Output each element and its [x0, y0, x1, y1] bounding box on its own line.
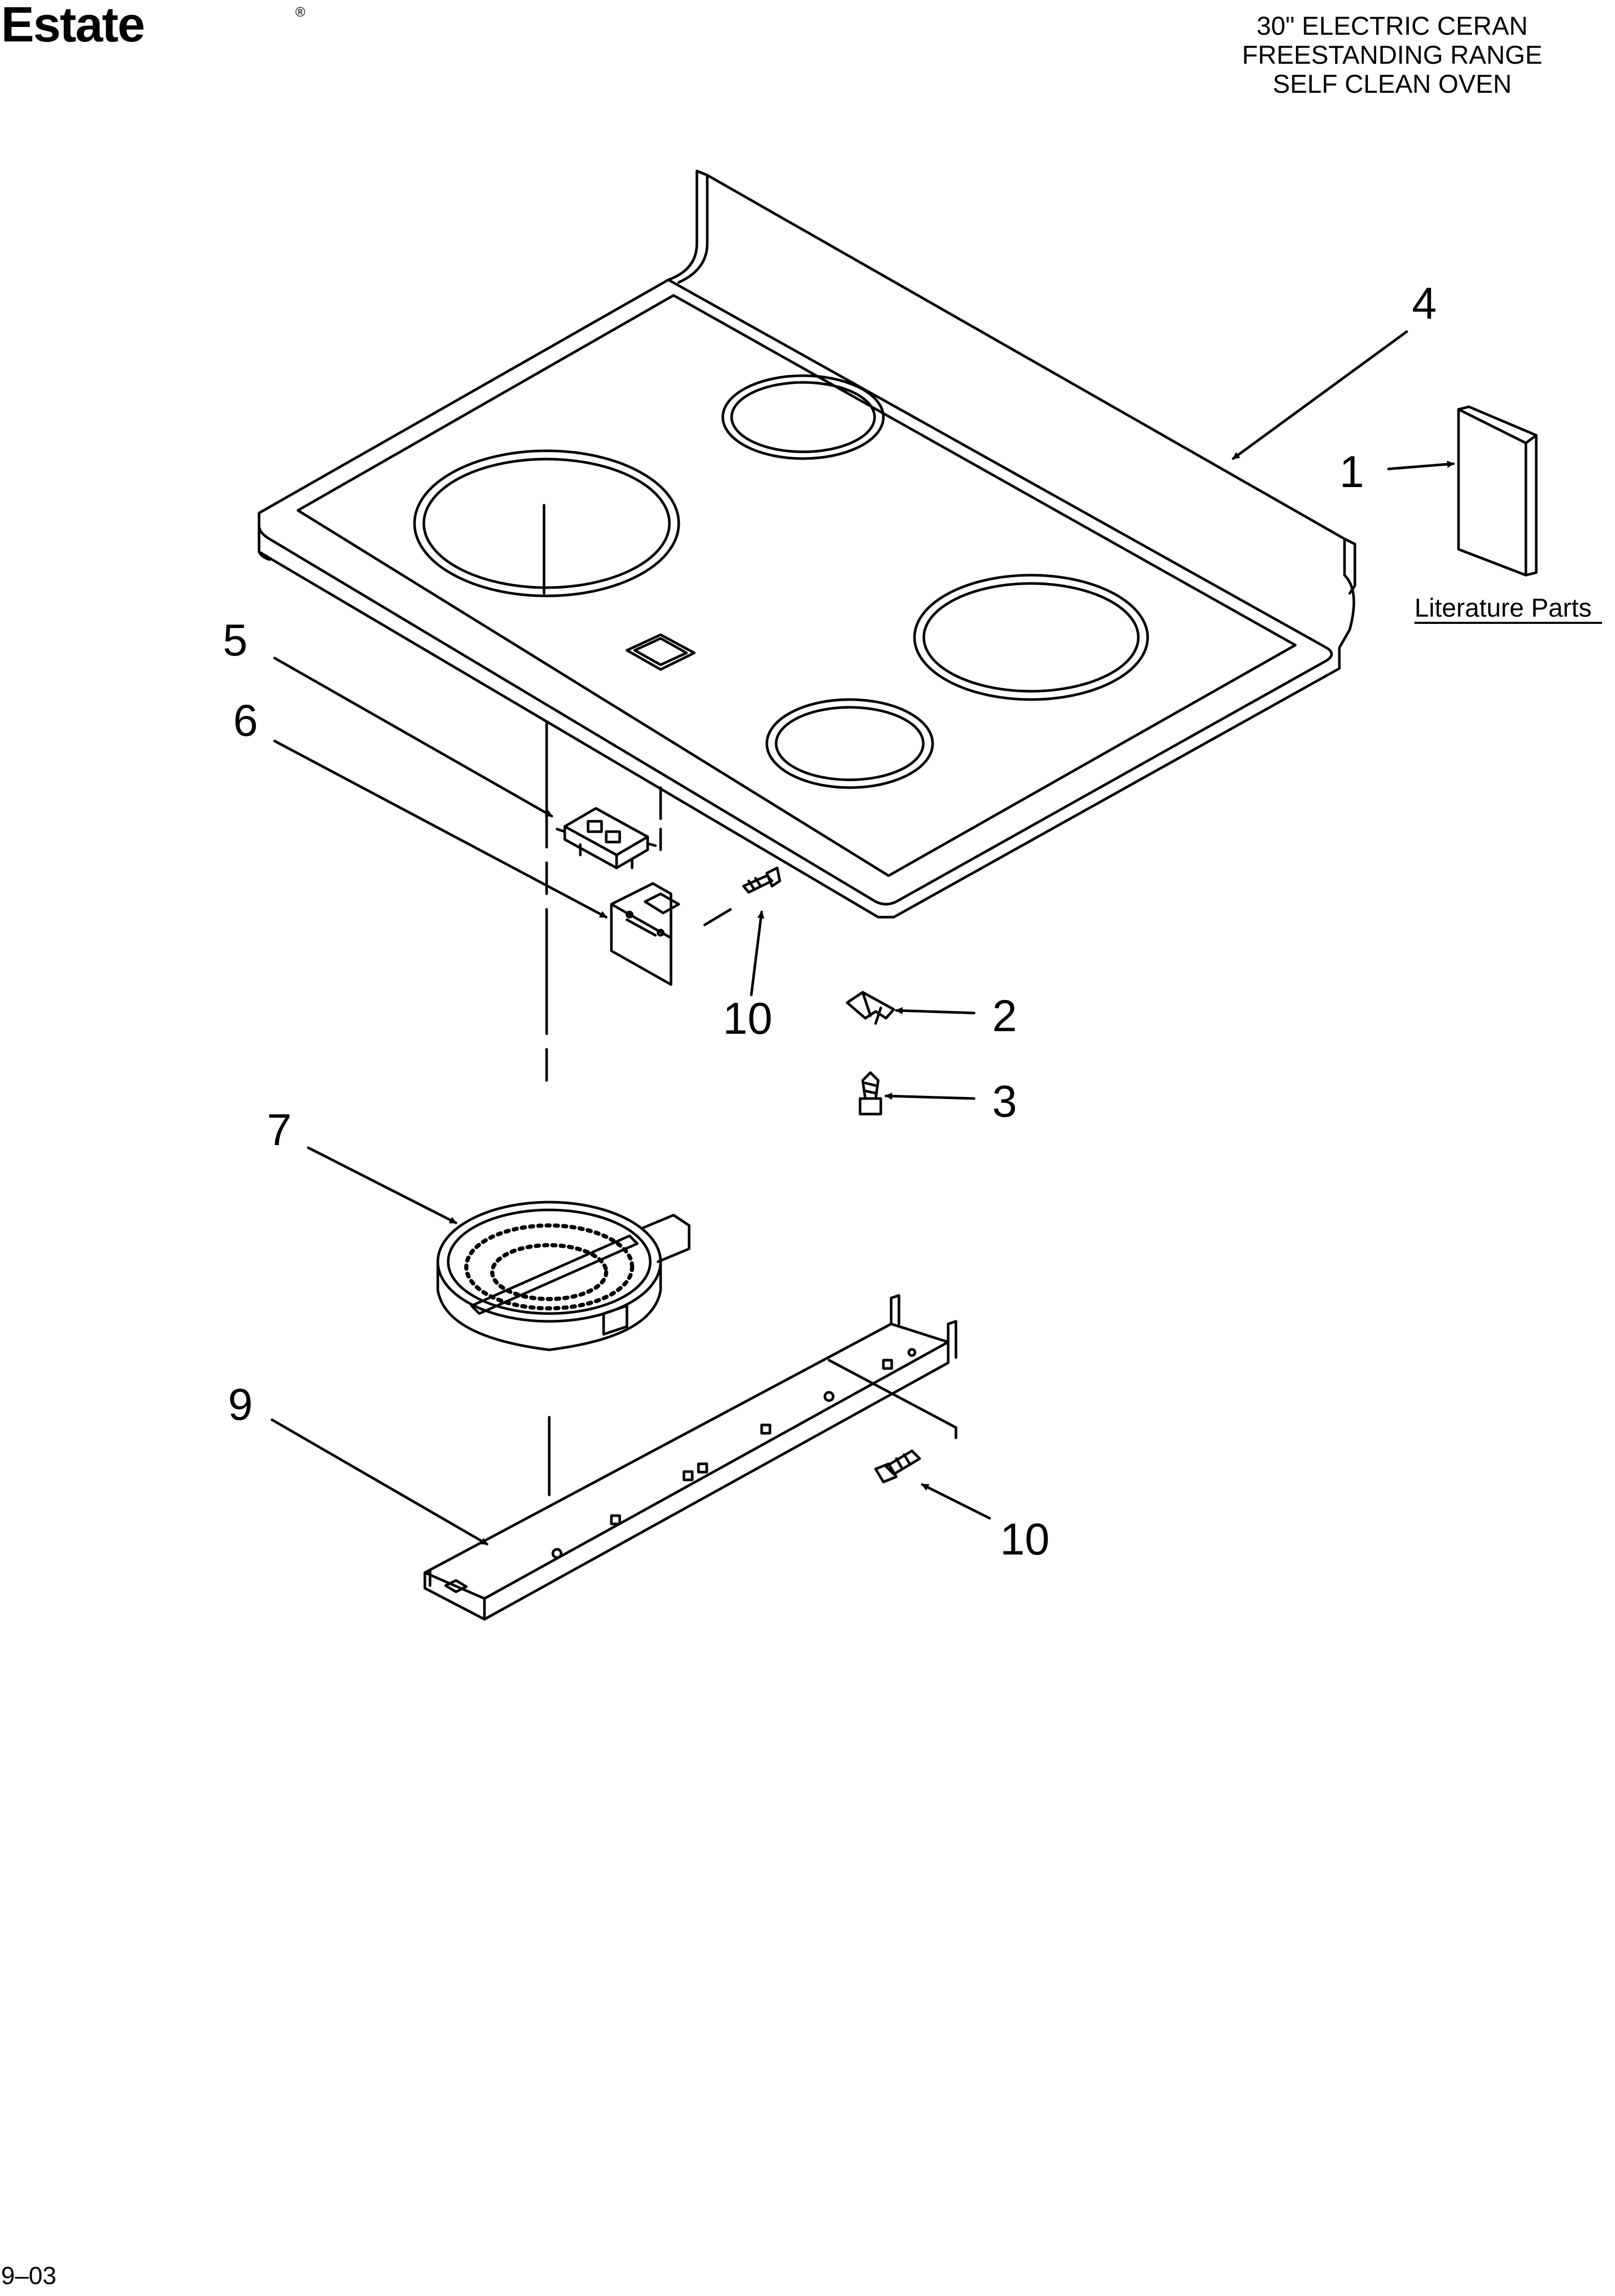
page-code: 9–03: [1, 2262, 56, 2290]
title-line-3: SELF CLEAN OVEN: [1273, 69, 1512, 98]
callout-4: 4: [1412, 279, 1437, 329]
radiant-element: [436, 1201, 691, 1351]
screw-lower: [874, 1449, 921, 1484]
literature-parts-label: Literature Parts: [1414, 593, 1592, 622]
callout-6: 6: [233, 696, 258, 746]
callout-3: 3: [992, 1077, 1017, 1126]
element-support-bar: [423, 1294, 957, 1621]
callout-7: 7: [267, 1105, 292, 1155]
screw-upper: [742, 866, 781, 894]
title-line-1: 30" ELECTRIC CERAN: [1256, 11, 1528, 40]
registered-mark: ®: [295, 4, 305, 20]
callout-2: 2: [992, 991, 1017, 1041]
literature-booklet: [1457, 405, 1538, 577]
terminal-block: [555, 807, 657, 869]
logo-text: Estate: [1, 0, 144, 52]
estate-logo: Estate ®: [1, 0, 305, 52]
callout-1: 1: [1339, 447, 1364, 497]
callout-9: 9: [228, 1380, 253, 1430]
callout-10-upper: 10: [723, 994, 773, 1044]
terminal-bracket: [610, 882, 680, 986]
title-line-2: FREESTANDING RANGE: [1242, 40, 1542, 69]
page-title: 30" ELECTRIC CERAN FREESTANDING RANGE SE…: [1185, 11, 1599, 98]
mounting-clip: [846, 991, 895, 1025]
callout-10-lower: 10: [1000, 1515, 1050, 1564]
cooktop-part: [258, 169, 1356, 919]
callout-5: 5: [223, 616, 248, 665]
screw-part-3: [859, 1071, 882, 1116]
